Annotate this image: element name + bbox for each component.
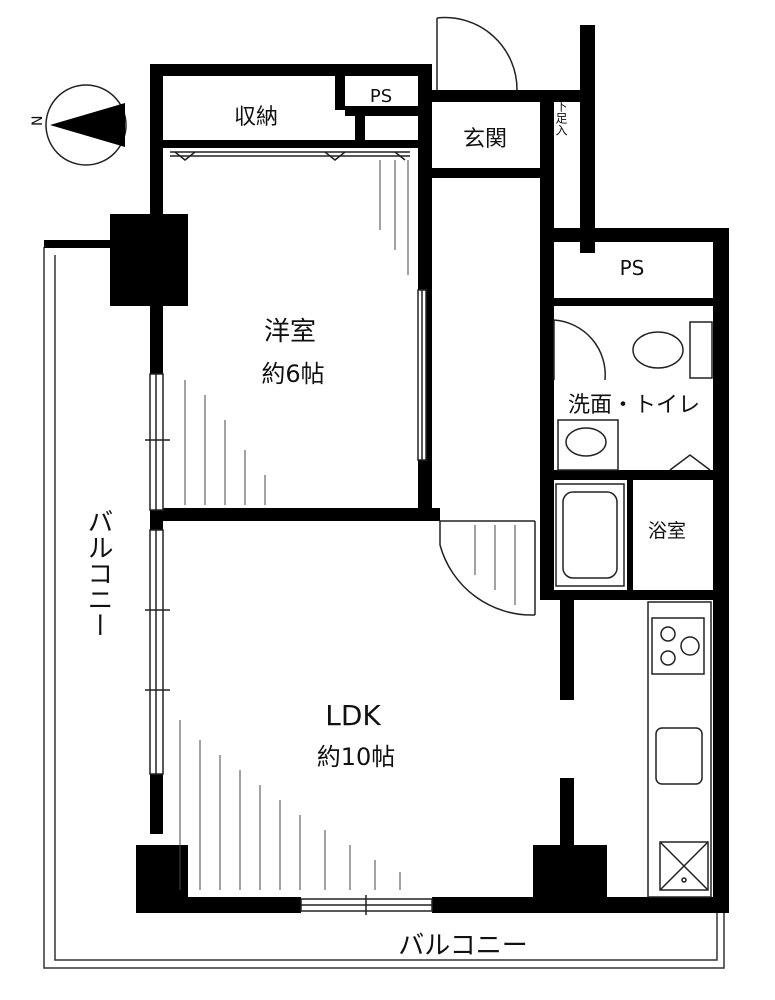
storage-label: 収納	[234, 105, 278, 130]
washroom-toilet-label: 洗面・トイレ	[568, 393, 700, 418]
balcony-left-label: バルコニー	[83, 508, 113, 638]
western-room-size: 約6帖	[261, 360, 324, 388]
exterior-walls	[110, 25, 729, 913]
balcony-outline	[43, 247, 725, 969]
balcony-wall-top	[44, 240, 114, 248]
compass-north-label: N	[30, 116, 46, 126]
western-room-label: 洋室	[264, 317, 316, 347]
ps-right-label: PS	[620, 256, 645, 280]
kitchen-counter	[647, 601, 712, 898]
north-compass-icon	[45, 84, 127, 166]
western-room-door	[417, 289, 427, 461]
ldk-label: LDK	[325, 699, 381, 732]
interior-walls	[150, 64, 715, 848]
ldk-door	[439, 520, 536, 616]
windows-left	[145, 373, 170, 775]
balcony-bottom-label: バルコニー	[398, 931, 527, 961]
bathtub-icon	[555, 483, 625, 587]
washbasin-icon	[557, 419, 711, 471]
entrance-door	[436, 16, 518, 91]
shoe-box-label: 下足入	[554, 100, 568, 136]
entrance-label: 玄関	[463, 127, 507, 152]
ps-top-label: PS	[370, 86, 392, 107]
window-bottom	[300, 895, 433, 915]
washroom-door	[553, 319, 606, 381]
toilet-icon	[632, 321, 713, 379]
bathroom-label: 浴室	[648, 520, 686, 542]
closet-doors	[170, 151, 410, 161]
ldk-size: 約10帖	[317, 743, 396, 771]
floor-shading	[179, 160, 516, 890]
